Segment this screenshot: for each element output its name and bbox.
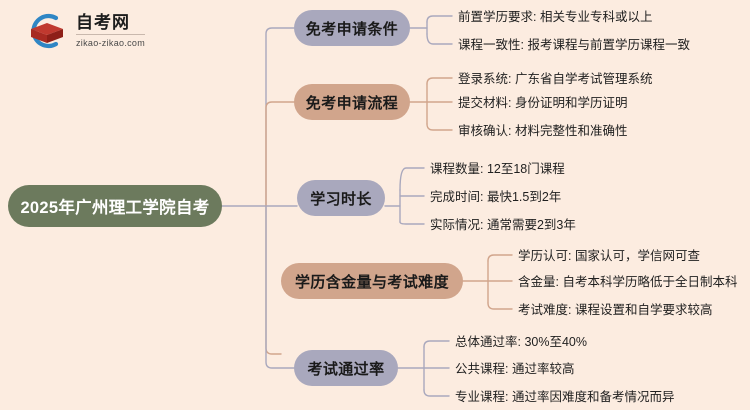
branch-node-label: 免考申请条件 [305, 20, 399, 38]
leaf-connector-3-2 [487, 302, 513, 310]
leaf-label: 提交材料: 身份证明和学历证明 [458, 96, 628, 110]
branch-connector-1 [265, 101, 295, 207]
site-logo: 自考网 zikao-zikao.com [26, 10, 176, 52]
branch-connector-3 [265, 205, 282, 355]
branch-node-label: 学历含金量与考试难度 [294, 273, 449, 291]
leaf-label: 课程一致性: 报考课程与前置学历课程一致 [458, 38, 690, 52]
leaf-label: 考试难度: 课程设置和自学要求较高 [518, 303, 713, 317]
leaf-label: 课程数量: 12至18门课程 [430, 162, 565, 176]
branch-node-label: 考试通过率 [307, 360, 385, 378]
center-node-label: 2025年广州理工学院自考 [20, 199, 210, 217]
leaf-label: 含金量: 自考本科学历略低于全日制本科 [518, 275, 738, 289]
leaf-connector-4-0 [423, 340, 450, 348]
leaf-connector-3-0 [487, 254, 513, 262]
leaf-connector-0-0 [426, 15, 453, 23]
graduation-cap-icon [26, 10, 68, 52]
leaf-label: 学历认可: 国家认可，学信网可查 [518, 249, 700, 263]
branch-node-exemption-conditions[interactable]: 免考申请条件 [294, 10, 410, 46]
branch-node-degree-value-difficulty[interactable]: 学历含金量与考试难度 [281, 263, 463, 299]
branch-node-study-duration[interactable]: 学习时长 [297, 180, 385, 216]
logo-title: 自考网 [76, 13, 146, 35]
branch-node-pass-rate[interactable]: 考试通过率 [294, 350, 398, 386]
branch-node-label: 学习时长 [310, 190, 372, 208]
leaf-connector-2-0 [399, 167, 425, 191]
leaf-connector-4-2 [423, 389, 450, 397]
leaf-connector-0-1 [426, 33, 453, 45]
leaf-label: 公共课程: 通过率较高 [455, 362, 575, 376]
leaf-label: 总体通过率: 30%至40% [455, 335, 587, 349]
leaf-label: 登录系统: 广东省自学考试管理系统 [458, 72, 653, 86]
leaf-connector-1-2 [426, 123, 453, 131]
center-node[interactable]: 2025年广州理工学院自考 [8, 185, 222, 227]
leaf-connector-1-0 [426, 77, 453, 85]
logo-subtitle: zikao-zikao.com [76, 38, 146, 48]
leaf-label: 审核确认: 材料完整性和准确性 [458, 124, 628, 138]
logo-mark-svg [31, 13, 63, 49]
leaf-label: 完成时间: 最快1.5到2年 [430, 190, 562, 204]
branch-node-exemption-process[interactable]: 免考申请流程 [294, 84, 410, 120]
leaf-connector-2-2 [399, 221, 425, 225]
branch-connector-0 [265, 27, 295, 207]
branch-node-label: 免考申请流程 [305, 94, 399, 112]
leaf-label: 实际情况: 通常需要2到3年 [430, 218, 576, 232]
leaf-label: 专业课程: 通过率因难度和备考情况而异 [455, 390, 675, 404]
logo-text: 自考网 zikao-zikao.com [76, 12, 146, 50]
leaf-label: 前置学历要求: 相关专业专科或以上 [458, 10, 653, 24]
